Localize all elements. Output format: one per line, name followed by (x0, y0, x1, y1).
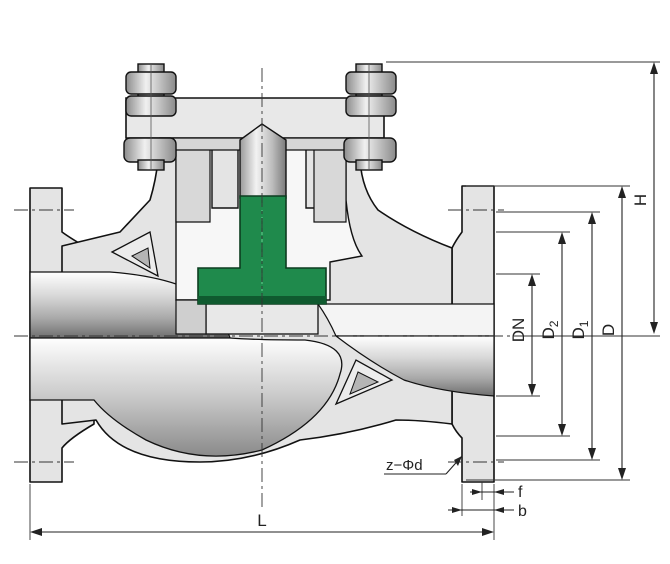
dimensions (29, 61, 660, 540)
right-bolt (343, 63, 397, 171)
label-d2: D2 (539, 320, 561, 339)
disc-stem (239, 123, 287, 199)
inlet-bore-lower (29, 337, 343, 457)
centerlines (14, 68, 520, 508)
label-l: L (257, 511, 266, 530)
label-h: H (631, 194, 650, 206)
label-dn: DN (509, 318, 528, 343)
label-bolt-holes: z−Φd (386, 457, 423, 474)
outlet-bore (316, 303, 495, 337)
label-f: f (518, 484, 523, 501)
left-bolt (123, 63, 177, 171)
label-d1: D1 (569, 320, 591, 339)
label-d: D (599, 324, 618, 336)
outlet-bore-lower (334, 335, 495, 397)
dimension-labels: H DN D2 D1 D L f b z−Φd (257, 194, 650, 530)
label-b: b (518, 503, 527, 520)
